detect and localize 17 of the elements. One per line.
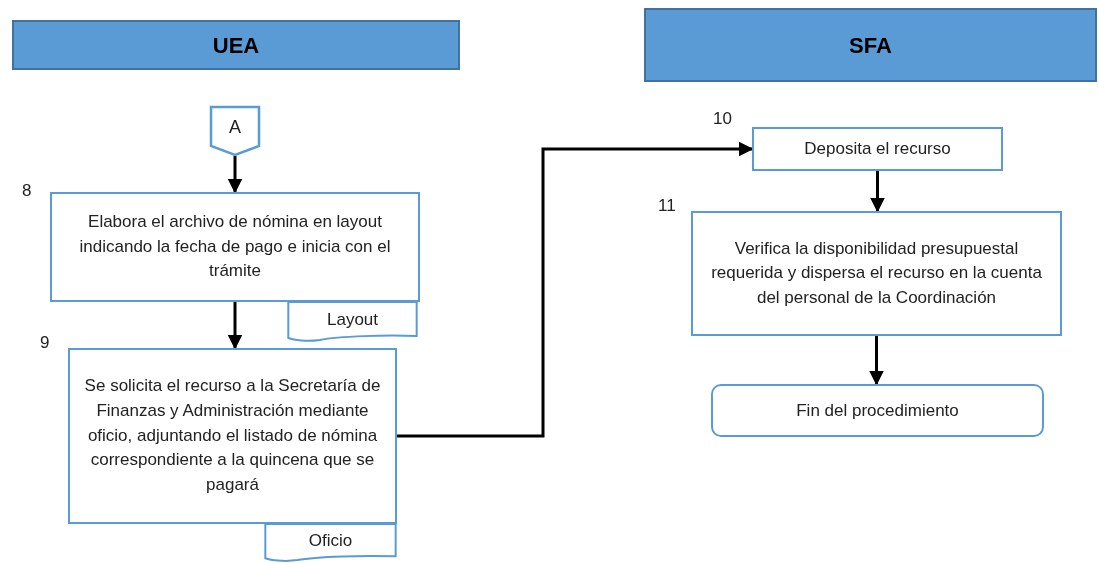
arrow	[870, 171, 885, 213]
end-terminal: Fin del procedimiento	[711, 384, 1044, 437]
arrow	[869, 336, 884, 386]
step-number: 9	[40, 332, 50, 354]
off-page-connector: A	[210, 106, 260, 156]
document-shape: Oficio	[264, 524, 397, 562]
arrow	[397, 141, 754, 438]
step-number: 8	[22, 180, 32, 202]
arrow	[227, 302, 243, 350]
process-box: Verifica la disponibilidad presupuestal requerida y dispersa el recurso en la cuenta del personal de la Coordinación	[691, 211, 1062, 336]
arrow	[227, 156, 243, 194]
step-number: 11	[658, 195, 676, 217]
lane-header: UEA	[12, 20, 460, 70]
lane-header: SFA	[644, 8, 1097, 82]
step-number: 10	[713, 108, 732, 130]
process-box: Deposita el recurso	[752, 127, 1003, 171]
document-shape: Layout	[287, 302, 418, 342]
